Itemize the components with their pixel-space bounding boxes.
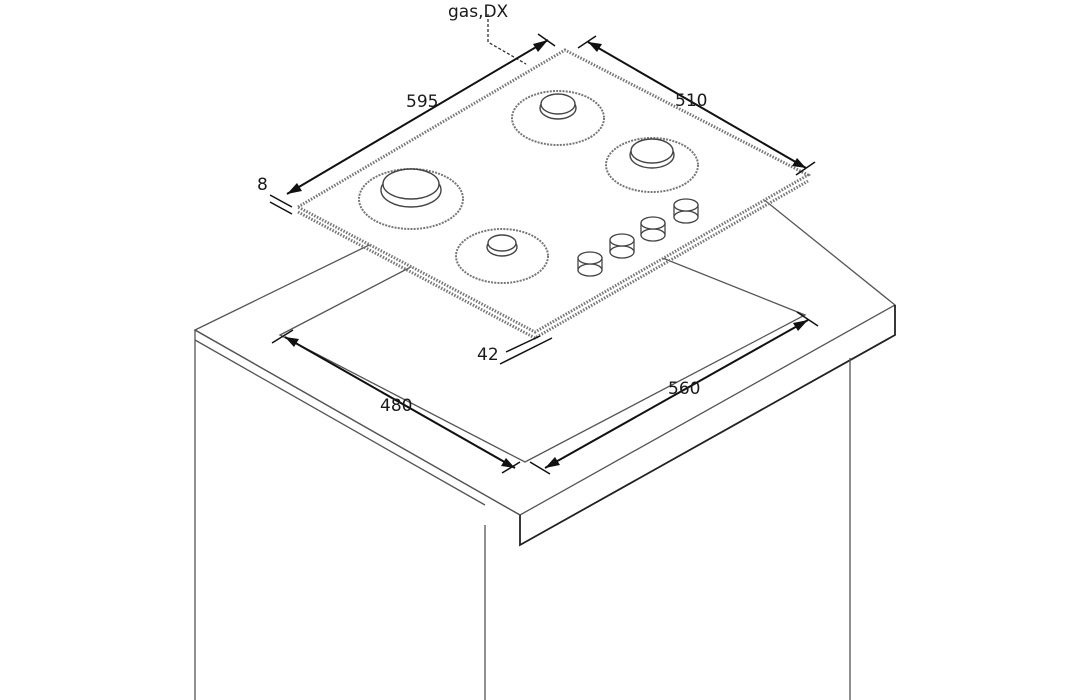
dimension-480 <box>271 329 521 474</box>
dimension-560 <box>529 311 819 475</box>
dimension-595 <box>286 33 556 195</box>
burner-front-left <box>455 228 549 284</box>
burner-rear-right <box>511 90 605 146</box>
dimension-label-595: 595 <box>406 92 439 112</box>
dimension-label-510: 510 <box>675 91 708 111</box>
hob-glass-edge <box>297 48 812 334</box>
gas-callout-leader <box>487 14 527 65</box>
cabinet-top-front-edge <box>194 339 486 506</box>
gas-connection-label: gas,DX <box>448 2 509 22</box>
control-knob-4 <box>673 198 699 224</box>
dimension-8 <box>269 194 293 215</box>
countertop-front-edge <box>519 305 896 547</box>
burner-right <box>605 137 699 193</box>
dimension-510 <box>577 35 816 176</box>
burner-rear-left <box>358 168 464 230</box>
countertop-left-edge <box>194 329 521 516</box>
cabinet-body <box>194 330 851 700</box>
control-knob-2 <box>609 233 635 259</box>
dimension-label-560: 560 <box>668 379 701 399</box>
control-knob-1 <box>577 251 603 277</box>
hob <box>297 48 812 340</box>
control-knob-3 <box>640 216 666 242</box>
dimension-label-8: 8 <box>257 175 268 195</box>
dimension-label-42: 42 <box>477 345 499 365</box>
dimension-label-480: 480 <box>380 396 413 416</box>
dimension-42 <box>499 335 553 365</box>
